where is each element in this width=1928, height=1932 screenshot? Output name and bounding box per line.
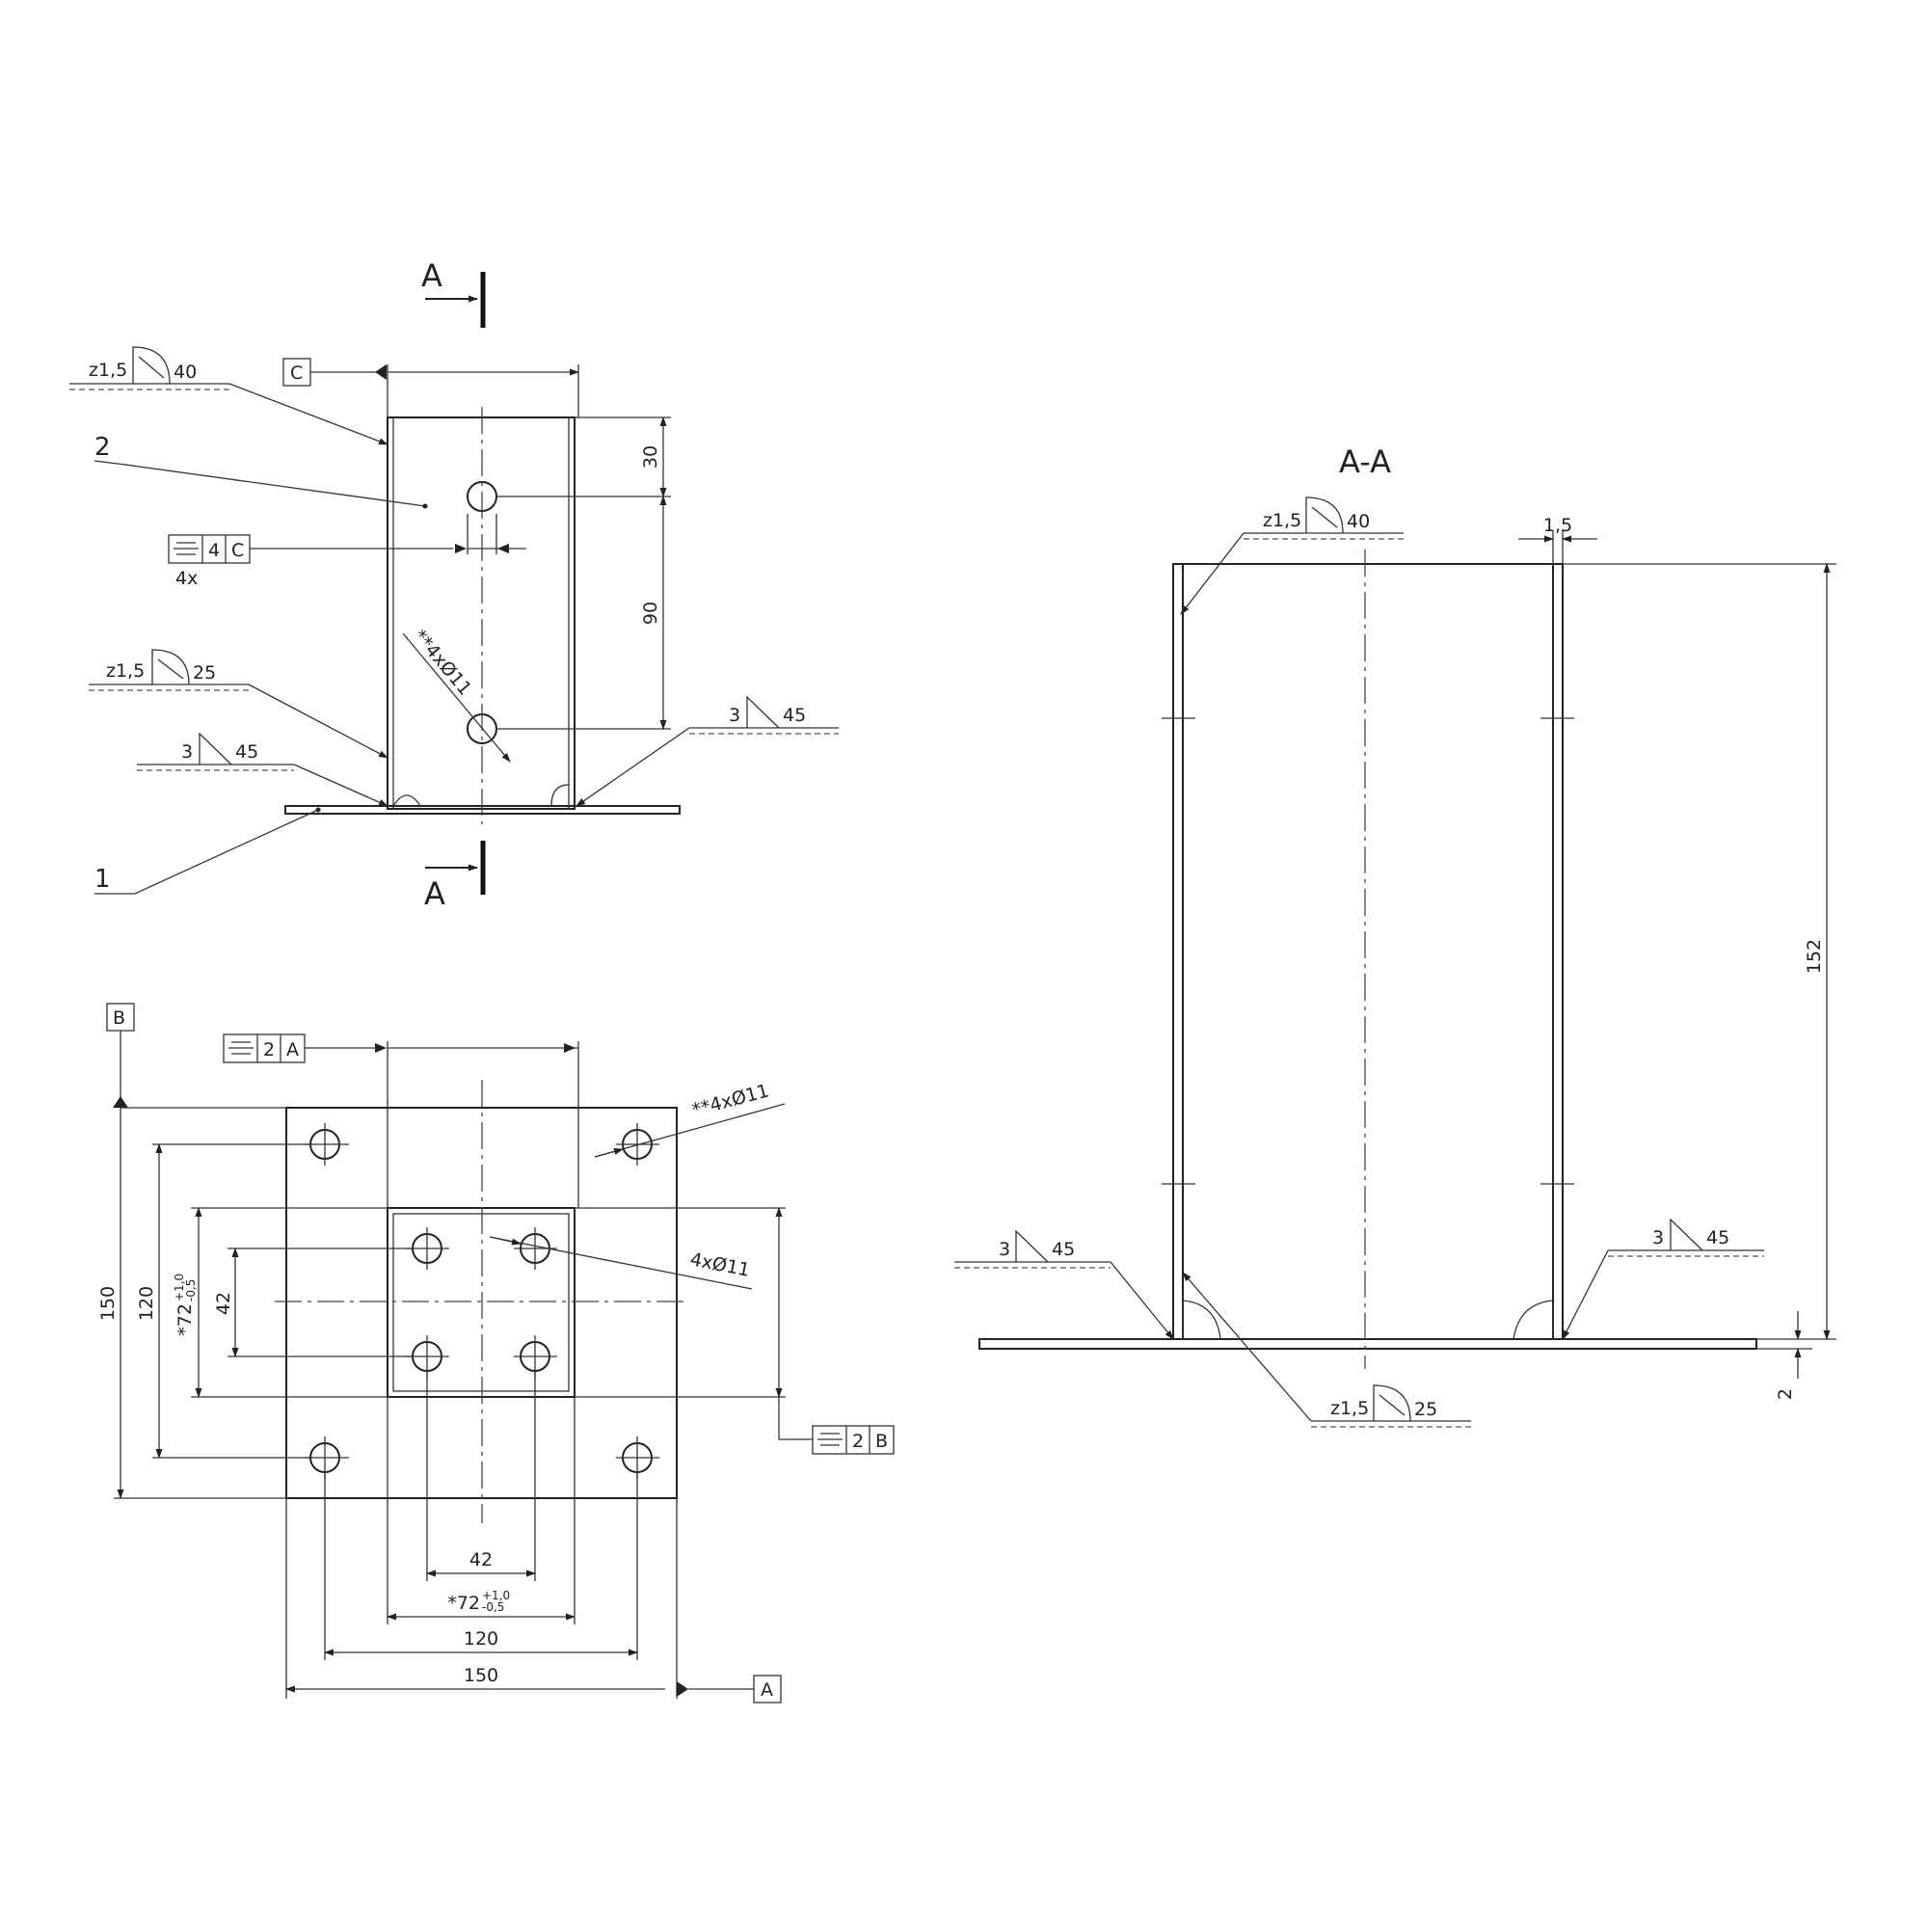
weld-symbol-top: z1,5 40 <box>69 346 388 445</box>
weld-symbol-left: 3 45 <box>137 732 388 807</box>
section-weld-top-a: z1,5 <box>1263 510 1301 531</box>
fcf-count: 4x <box>175 568 198 589</box>
section-weld-right-a: 3 <box>1652 1227 1664 1248</box>
section-view: A-A 1,5 152 2 <box>954 443 1836 1428</box>
fcf-symmetry-2b: 2 B <box>575 1207 895 1455</box>
section-mark-top: A <box>421 257 486 328</box>
dim-30: 30 <box>640 445 661 469</box>
fcf-symmetry-4c: 4 C 4x <box>168 514 526 589</box>
dim-72-v-tol-lower: -0,5 <box>184 1279 198 1301</box>
section-weld-left-l: 45 <box>1052 1239 1075 1260</box>
weld-right-a: 3 <box>729 705 740 726</box>
weld-top-a: z1,5 <box>89 360 127 381</box>
section-fillet-right <box>1513 1300 1554 1340</box>
tube-square <box>387 1207 576 1398</box>
dim-72-v-tol-upper: +1,0 <box>173 1274 186 1301</box>
section-weld-bottom: z1,5 25 <box>1182 1272 1471 1428</box>
holes-outer-callout: **4xØ11 <box>690 1080 771 1120</box>
dim-72-v-group: *72 +1,0 -0,5 <box>173 1274 198 1336</box>
dim-150-v: 150 <box>97 1286 119 1321</box>
datum-a-box <box>753 1675 782 1704</box>
fcf-top-value: 2 <box>263 1039 275 1060</box>
top-view: **4xØ11 4xØ11 B 150 120 *72 +1,0 -0,5 42 <box>97 1003 895 1704</box>
weld-mid-a: z1,5 <box>106 660 145 682</box>
dim-72-v: *72 <box>174 1303 196 1336</box>
fcf-right-value: 2 <box>852 1431 864 1452</box>
fcf-top-datum: A <box>286 1039 299 1060</box>
front-view: A A C 30 90 <box>69 257 839 912</box>
dim-120-h: 120 <box>464 1628 498 1650</box>
dim-120-v: 120 <box>136 1286 157 1321</box>
weld-top-l: 40 <box>174 362 197 383</box>
dim-thickness: 1,5 <box>1543 515 1572 536</box>
item-2-label: 2 <box>94 433 111 462</box>
fcf-symmetry-2a: 2 A <box>223 1033 579 1208</box>
section-mark-bottom: A <box>424 841 486 912</box>
section-weld-right-l: 45 <box>1706 1227 1729 1248</box>
section-label-top: A <box>421 257 442 294</box>
weld-mid-l: 25 <box>193 662 216 684</box>
datum-c-label: C <box>290 362 303 384</box>
fcf-right-datum: B <box>875 1431 888 1452</box>
section-weld-top: z1,5 40 <box>1180 496 1404 615</box>
item-1-label: 1 <box>94 865 111 894</box>
weld-left-l: 45 <box>235 741 258 763</box>
section-fillet-left <box>1182 1300 1221 1340</box>
section-weld-bottom-a: z1,5 <box>1330 1398 1369 1419</box>
fcf-datum: C <box>231 540 244 561</box>
weld-symbol-right: 3 45 <box>576 695 839 807</box>
dim-72-h-group: *72 +1,0 -0,5 <box>447 1589 510 1614</box>
dim-72-h-tol-lower: -0,5 <box>482 1600 504 1614</box>
dim-72-h-tol-upper: +1,0 <box>482 1589 510 1602</box>
section-weld-left: 3 45 <box>954 1229 1174 1340</box>
dim-90: 90 <box>640 602 661 625</box>
section-weld-right: 3 45 <box>1562 1218 1764 1340</box>
dim-72-h: *72 <box>447 1593 480 1614</box>
weld-fillet-left <box>392 794 421 807</box>
datum-a-label: A <box>761 1679 773 1701</box>
dim-42-v: 42 <box>213 1292 234 1315</box>
weld-left-a: 3 <box>181 741 193 763</box>
dim-152: 152 <box>1804 939 1825 974</box>
section-weld-top-l: 40 <box>1347 511 1370 532</box>
section-weld-left-a: 3 <box>999 1239 1010 1260</box>
section-weld-bottom-l: 25 <box>1414 1399 1437 1420</box>
weld-symbol-mid: z1,5 25 <box>89 649 388 759</box>
weld-right-l: 45 <box>783 705 806 726</box>
section-title: A-A <box>1339 443 1391 480</box>
weld-fillet-right <box>550 784 570 807</box>
section-label-bottom: A <box>424 875 445 912</box>
tube-outline <box>387 416 576 810</box>
datum-b-label: B <box>113 1007 125 1029</box>
holes-callout-front: **4xØ11 <box>409 626 475 700</box>
dim-2: 2 <box>1775 1388 1796 1400</box>
holes-inner-callout: 4xØ11 <box>688 1248 752 1281</box>
section-wall-right <box>1552 563 1564 1340</box>
dim-42-h: 42 <box>469 1549 493 1570</box>
section-base-plate <box>978 1338 1757 1350</box>
fcf-value: 4 <box>208 540 220 561</box>
section-wall-left <box>1172 563 1184 1340</box>
dim-150-h: 150 <box>464 1665 498 1686</box>
